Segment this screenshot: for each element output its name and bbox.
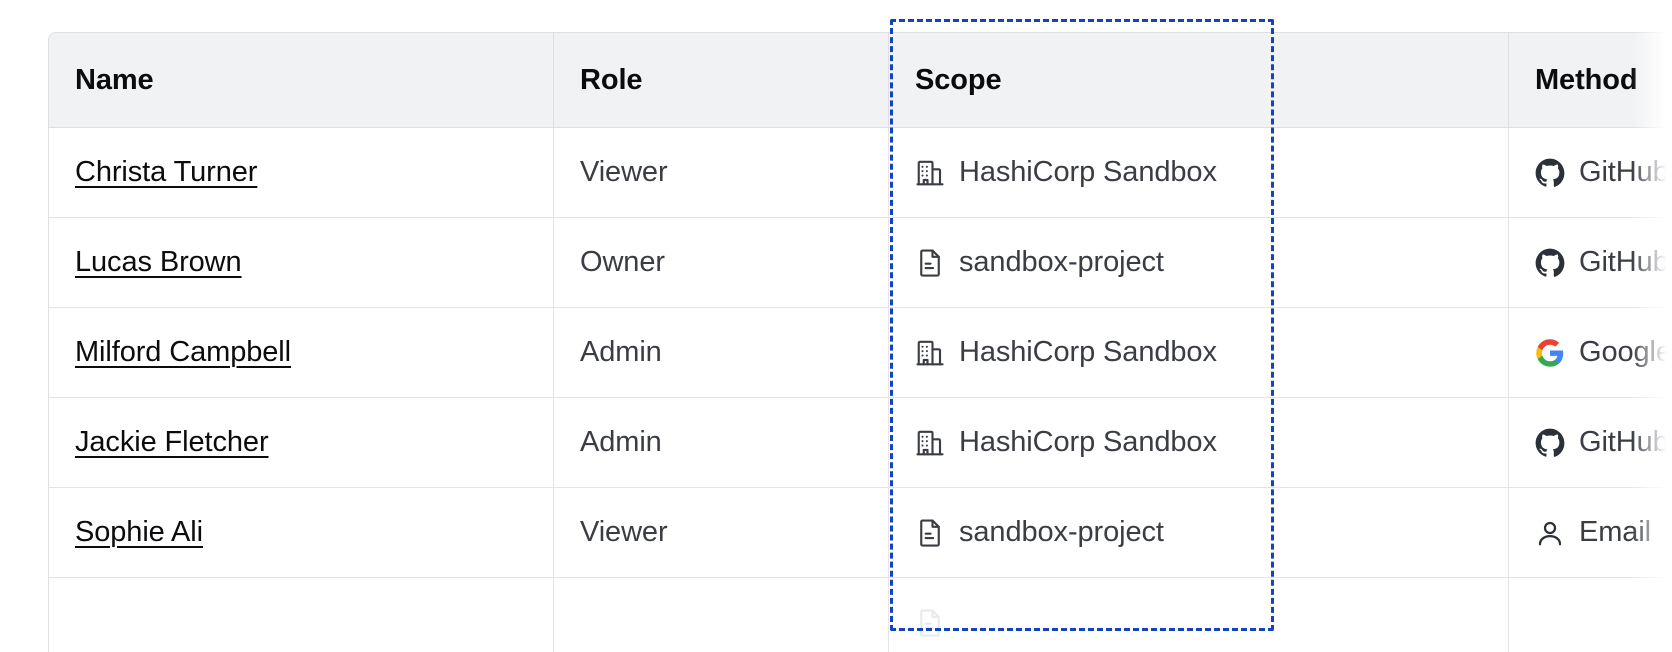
- method-label: GitHub: [1579, 246, 1669, 278]
- organization-icon: [915, 428, 945, 458]
- table-header-row: Name Role Scope Method: [49, 33, 1672, 128]
- cell-scope: HashiCorp Sandbox: [889, 128, 1509, 218]
- project-file-icon: [915, 608, 945, 638]
- user-name-link[interactable]: Jackie Fletcher: [75, 426, 269, 458]
- user-name-link[interactable]: Milford Campbell: [75, 336, 291, 368]
- table-scroll-container[interactable]: Name Role Scope Method Christa Turner Vi…: [48, 32, 1672, 652]
- table-row: Christa Turner Viewer: [49, 128, 1672, 218]
- organization-icon: [915, 338, 945, 368]
- permissions-table: Name Role Scope Method Christa Turner Vi…: [48, 32, 1672, 652]
- table-header: Name Role Scope Method: [49, 33, 1672, 128]
- scope-label: HashiCorp Sandbox: [959, 156, 1217, 188]
- method-label: GitHub: [1579, 426, 1669, 458]
- column-header-method[interactable]: Method: [1509, 33, 1672, 128]
- scope-label: sandbox-project: [959, 516, 1164, 548]
- table-row: Jackie Fletcher Admin: [49, 398, 1672, 488]
- github-icon: [1535, 428, 1565, 458]
- cell-role: [554, 578, 889, 652]
- organization-icon: [915, 158, 945, 188]
- cell-scope: [889, 578, 1509, 652]
- cell-method: [1509, 578, 1672, 652]
- table-body: Christa Turner Viewer: [49, 128, 1672, 652]
- table-row: [49, 578, 1672, 652]
- user-name-link[interactable]: Sophie Ali: [75, 516, 203, 548]
- user-name-link[interactable]: Christa Turner: [75, 156, 258, 188]
- cell-scope: HashiCorp Sandbox: [889, 308, 1509, 398]
- user-icon: [1535, 518, 1565, 548]
- method-label: GitHub: [1579, 156, 1669, 188]
- cell-role: Owner: [554, 218, 889, 308]
- cell-name: [49, 578, 554, 652]
- google-icon: [1535, 338, 1565, 368]
- user-name-link[interactable]: Lucas Brown: [75, 246, 242, 278]
- cell-method: GitHub: [1509, 218, 1672, 308]
- project-file-icon: [915, 248, 945, 278]
- cell-method: GitHub: [1509, 398, 1672, 488]
- cell-role: Admin: [554, 398, 889, 488]
- cell-name: Sophie Ali: [49, 488, 554, 578]
- github-icon: [1535, 158, 1565, 188]
- cell-role: Viewer: [554, 128, 889, 218]
- project-file-icon: [915, 518, 945, 548]
- cell-scope: sandbox-project: [889, 488, 1509, 578]
- column-header-scope[interactable]: Scope: [889, 33, 1509, 128]
- table-row: Sophie Ali Viewer sa: [49, 488, 1672, 578]
- cell-name: Lucas Brown: [49, 218, 554, 308]
- cell-name: Christa Turner: [49, 128, 554, 218]
- cell-name: Jackie Fletcher: [49, 398, 554, 488]
- method-label: Google: [1579, 336, 1672, 368]
- github-icon: [1535, 248, 1565, 278]
- cell-method: Email: [1509, 488, 1672, 578]
- cell-role: Admin: [554, 308, 889, 398]
- table-row: Lucas Brown Owner sa: [49, 218, 1672, 308]
- cell-name: Milford Campbell: [49, 308, 554, 398]
- cell-method: Google: [1509, 308, 1672, 398]
- column-header-name[interactable]: Name: [49, 33, 554, 128]
- cell-scope: sandbox-project: [889, 218, 1509, 308]
- scope-label: HashiCorp Sandbox: [959, 336, 1217, 368]
- method-label: Email: [1579, 516, 1652, 548]
- scope-label: sandbox-project: [959, 246, 1164, 278]
- table-row: Milford Campbell Admin: [49, 308, 1672, 398]
- cell-method: GitHub: [1509, 128, 1672, 218]
- cell-scope: HashiCorp Sandbox: [889, 398, 1509, 488]
- cell-role: Viewer: [554, 488, 889, 578]
- column-header-role[interactable]: Role: [554, 33, 889, 128]
- scope-label: HashiCorp Sandbox: [959, 426, 1217, 458]
